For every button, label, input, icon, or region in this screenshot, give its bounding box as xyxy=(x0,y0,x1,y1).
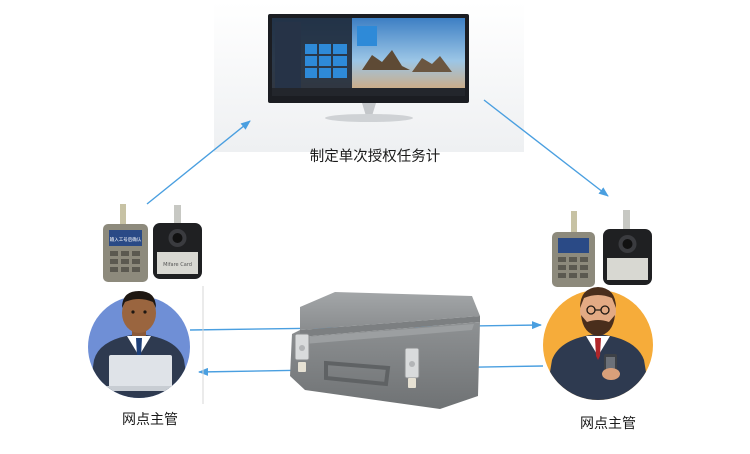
device-screen-text: 输入工号后确认 xyxy=(110,236,142,243)
left-person-caption: 网点主管 xyxy=(122,412,178,428)
right-person-caption: 网点主管 xyxy=(580,416,636,432)
card-reader-icon: Mifare Card xyxy=(153,205,202,279)
left-key-device: 输入工号后确认 Mifare Card xyxy=(103,204,202,282)
card-text: Mifare Card xyxy=(163,262,192,268)
task-caption: 制定单次授权任务计 xyxy=(310,148,441,165)
monitor-icon xyxy=(268,14,469,122)
card-reader-icon xyxy=(603,210,652,285)
right-key-device xyxy=(552,210,652,287)
arrow-monitor-to-right xyxy=(483,99,609,197)
right-person xyxy=(543,287,653,400)
left-person xyxy=(88,291,190,398)
key-device-icon xyxy=(552,211,595,287)
key-device-icon: 输入工号后确认 xyxy=(103,204,148,282)
arrow-left-to-monitor xyxy=(146,120,251,205)
case-icon xyxy=(290,292,480,409)
laptop-icon xyxy=(103,355,178,391)
